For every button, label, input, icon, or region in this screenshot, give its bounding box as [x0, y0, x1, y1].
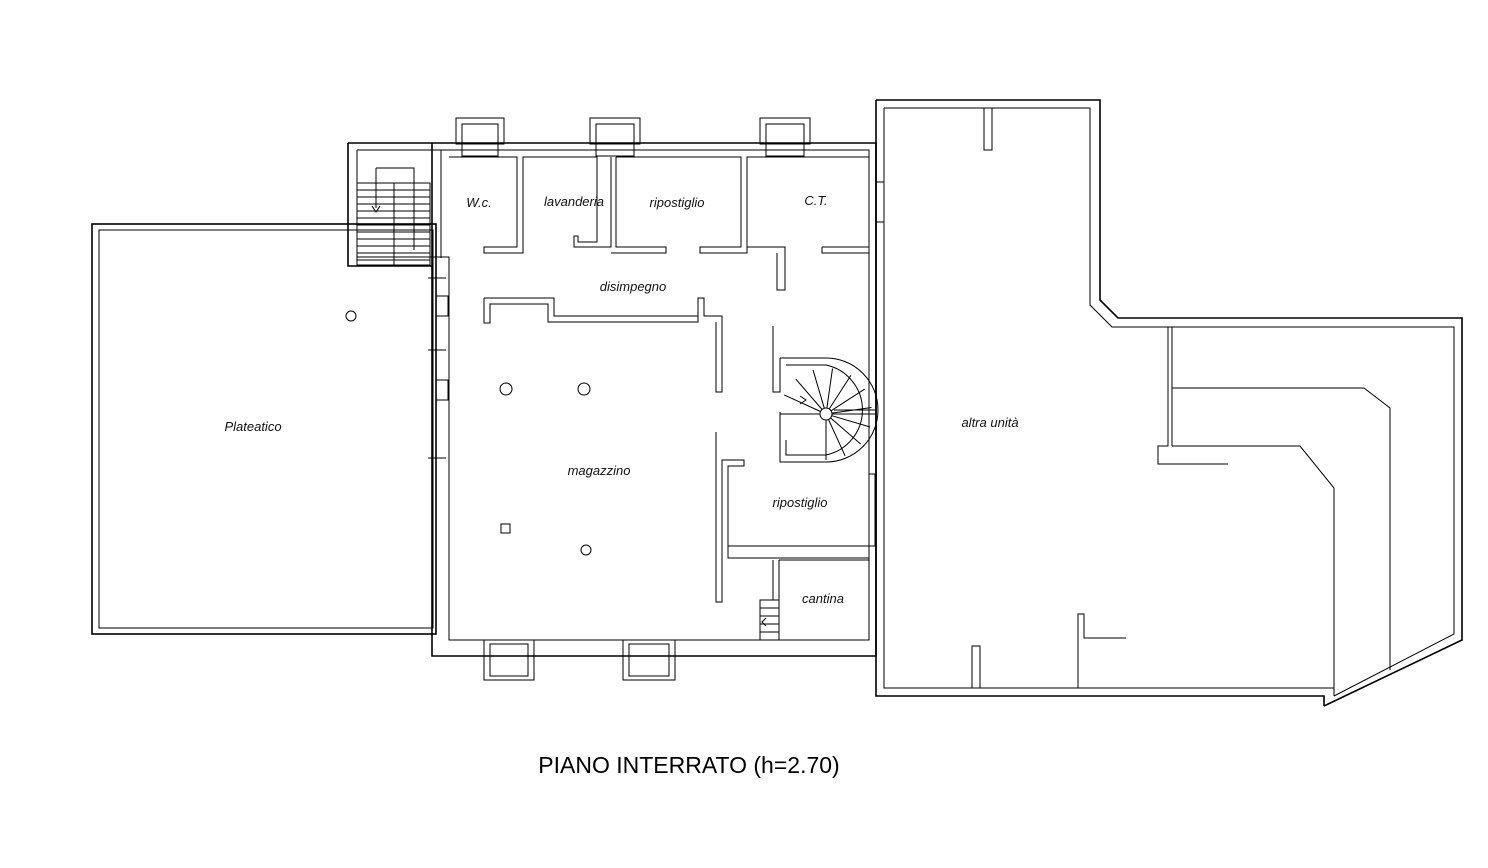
room-label-ripostiglio-top: ripostiglio — [650, 195, 705, 210]
main-building-walls — [347, 142, 877, 657]
windows-bottom — [483, 639, 676, 681]
room-label-disimpegno: disimpegno — [600, 279, 667, 294]
room-label-plateatico: Plateatico — [224, 419, 281, 434]
spiral-step — [830, 388, 865, 412]
staircase-top — [356, 167, 431, 266]
plateatico-outline — [91, 223, 437, 635]
room-label-ripostiglio-mid: ripostiglio — [773, 495, 828, 510]
columns — [345, 310, 592, 556]
room-label-lavanderia: lavanderia — [544, 194, 604, 209]
magazzino-walls — [483, 297, 876, 640]
spiral-step — [812, 369, 825, 409]
spiral-step — [826, 368, 833, 409]
room-label-cantina: cantina — [802, 591, 844, 606]
stair-cantina — [759, 599, 780, 641]
room-label-magazzino: magazzino — [568, 463, 631, 478]
altra-unita-walls — [875, 99, 1463, 707]
left-wall-markers — [428, 277, 449, 459]
windows-top — [455, 117, 811, 157]
spiral-step — [828, 419, 846, 457]
spiral-step — [830, 417, 862, 445]
spiral-step — [783, 394, 821, 412]
room-label-altra-unita: altra unità — [961, 415, 1018, 430]
spiral-step — [828, 375, 852, 410]
service-rooms-walls — [449, 156, 885, 291]
room-label-ct: C.T. — [804, 193, 827, 208]
spiral-staircase — [772, 326, 879, 463]
spiral-step — [831, 415, 871, 428]
spiral-step — [795, 378, 823, 410]
plan-title: PIANO INTERRATO (h=2.70) — [538, 752, 839, 778]
room-label-wc: W.c. — [466, 195, 492, 210]
